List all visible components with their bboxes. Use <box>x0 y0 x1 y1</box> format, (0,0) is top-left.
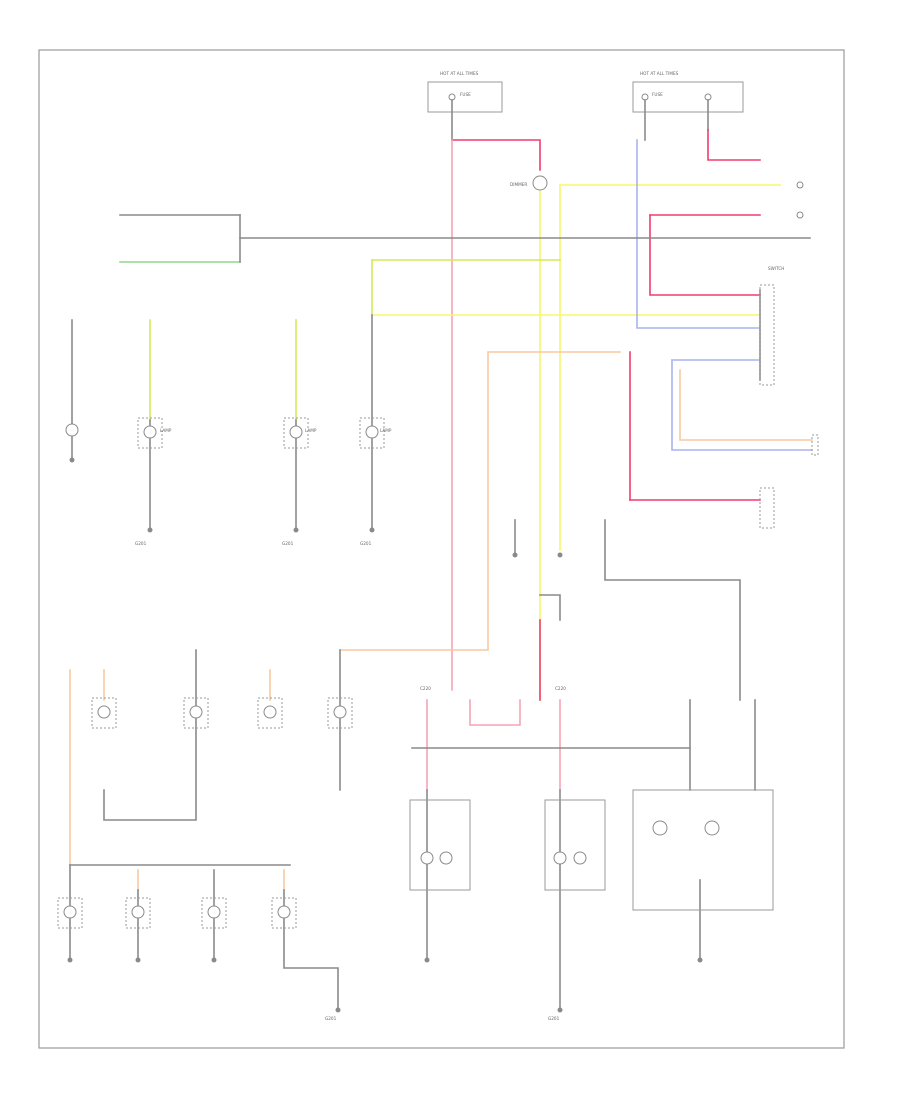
lamp-heater-control <box>137 417 163 449</box>
diagram-frame <box>38 49 845 1049</box>
wire-orange <box>69 351 813 891</box>
wire-yellow-green-drops <box>119 261 297 421</box>
label-ground-3: G201 <box>360 541 372 546</box>
label-ground-2: G201 <box>282 541 294 546</box>
label-ground-5: G201 <box>548 1016 560 1021</box>
lamp-ac-control <box>183 697 209 729</box>
label-connector-1: C220 <box>420 686 431 691</box>
label-switch: SWITCH <box>768 266 784 271</box>
lamp-radio <box>91 697 117 729</box>
door-lamp-left <box>409 799 471 963</box>
label-fuse-left: FUSE <box>460 92 471 97</box>
ground-points-upper <box>147 527 563 558</box>
lamp-misc <box>257 697 283 729</box>
fuse-box-right <box>632 81 744 141</box>
wire-red-trunk <box>451 129 761 691</box>
diagram-labels: HOT AT ALL TIMES HOT AT ALL TIMES FUSE F… <box>135 71 784 1021</box>
lamp-compass <box>283 417 309 449</box>
wire-black <box>69 214 811 1011</box>
lamp-cluster <box>359 417 385 449</box>
label-lamp-3: LAMP <box>380 428 392 433</box>
lamps-bottom-left <box>57 897 341 1013</box>
door-lamp-right <box>544 799 606 1013</box>
label-lamp-1: LAMP <box>160 428 172 433</box>
label-hot-right: HOT AT ALL TIMES <box>640 71 679 76</box>
fuse-box-left <box>427 81 503 141</box>
label-connector-2: C220 <box>555 686 566 691</box>
lamp-transmission <box>327 697 353 729</box>
label-ground-4: G201 <box>325 1016 337 1021</box>
headlamp-switch-module <box>759 181 819 529</box>
wire-yellow <box>371 184 781 701</box>
overhead-console-lamps <box>632 789 774 963</box>
wire-blue <box>636 139 813 451</box>
label-lamp-2: LAMP <box>305 428 317 433</box>
label-dimmer: DIMMER <box>510 182 527 187</box>
lamp-left-1 <box>65 423 79 463</box>
label-ground-1: G201 <box>135 541 147 546</box>
wire-pink-lower <box>426 351 761 791</box>
label-fuse-right: FUSE <box>652 92 663 97</box>
dimmer-lamp <box>532 175 548 191</box>
label-hot-left: HOT AT ALL TIMES <box>440 71 479 76</box>
